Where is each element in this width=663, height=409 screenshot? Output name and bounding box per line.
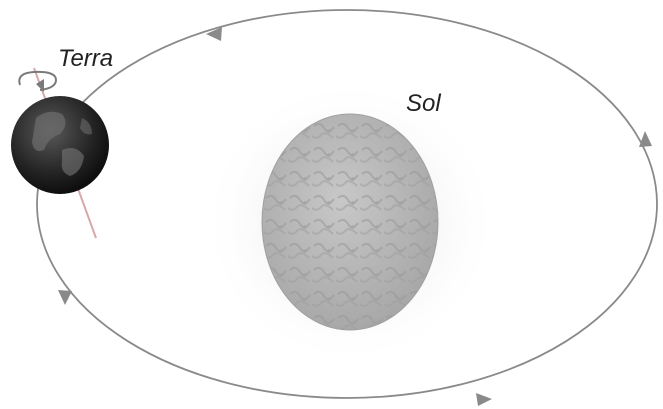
sun-icon <box>262 114 438 330</box>
earth-label: Terra <box>58 45 113 72</box>
earth-rotation-arrow <box>19 72 56 90</box>
orbit-arrow-right <box>639 131 652 147</box>
orbit-arrow-bottom <box>476 393 492 406</box>
sun-label: Sol <box>406 90 441 117</box>
earth-icon <box>11 96 109 194</box>
earth-rotation-arrowhead <box>36 79 44 92</box>
orbit-arrow-left <box>58 290 72 305</box>
